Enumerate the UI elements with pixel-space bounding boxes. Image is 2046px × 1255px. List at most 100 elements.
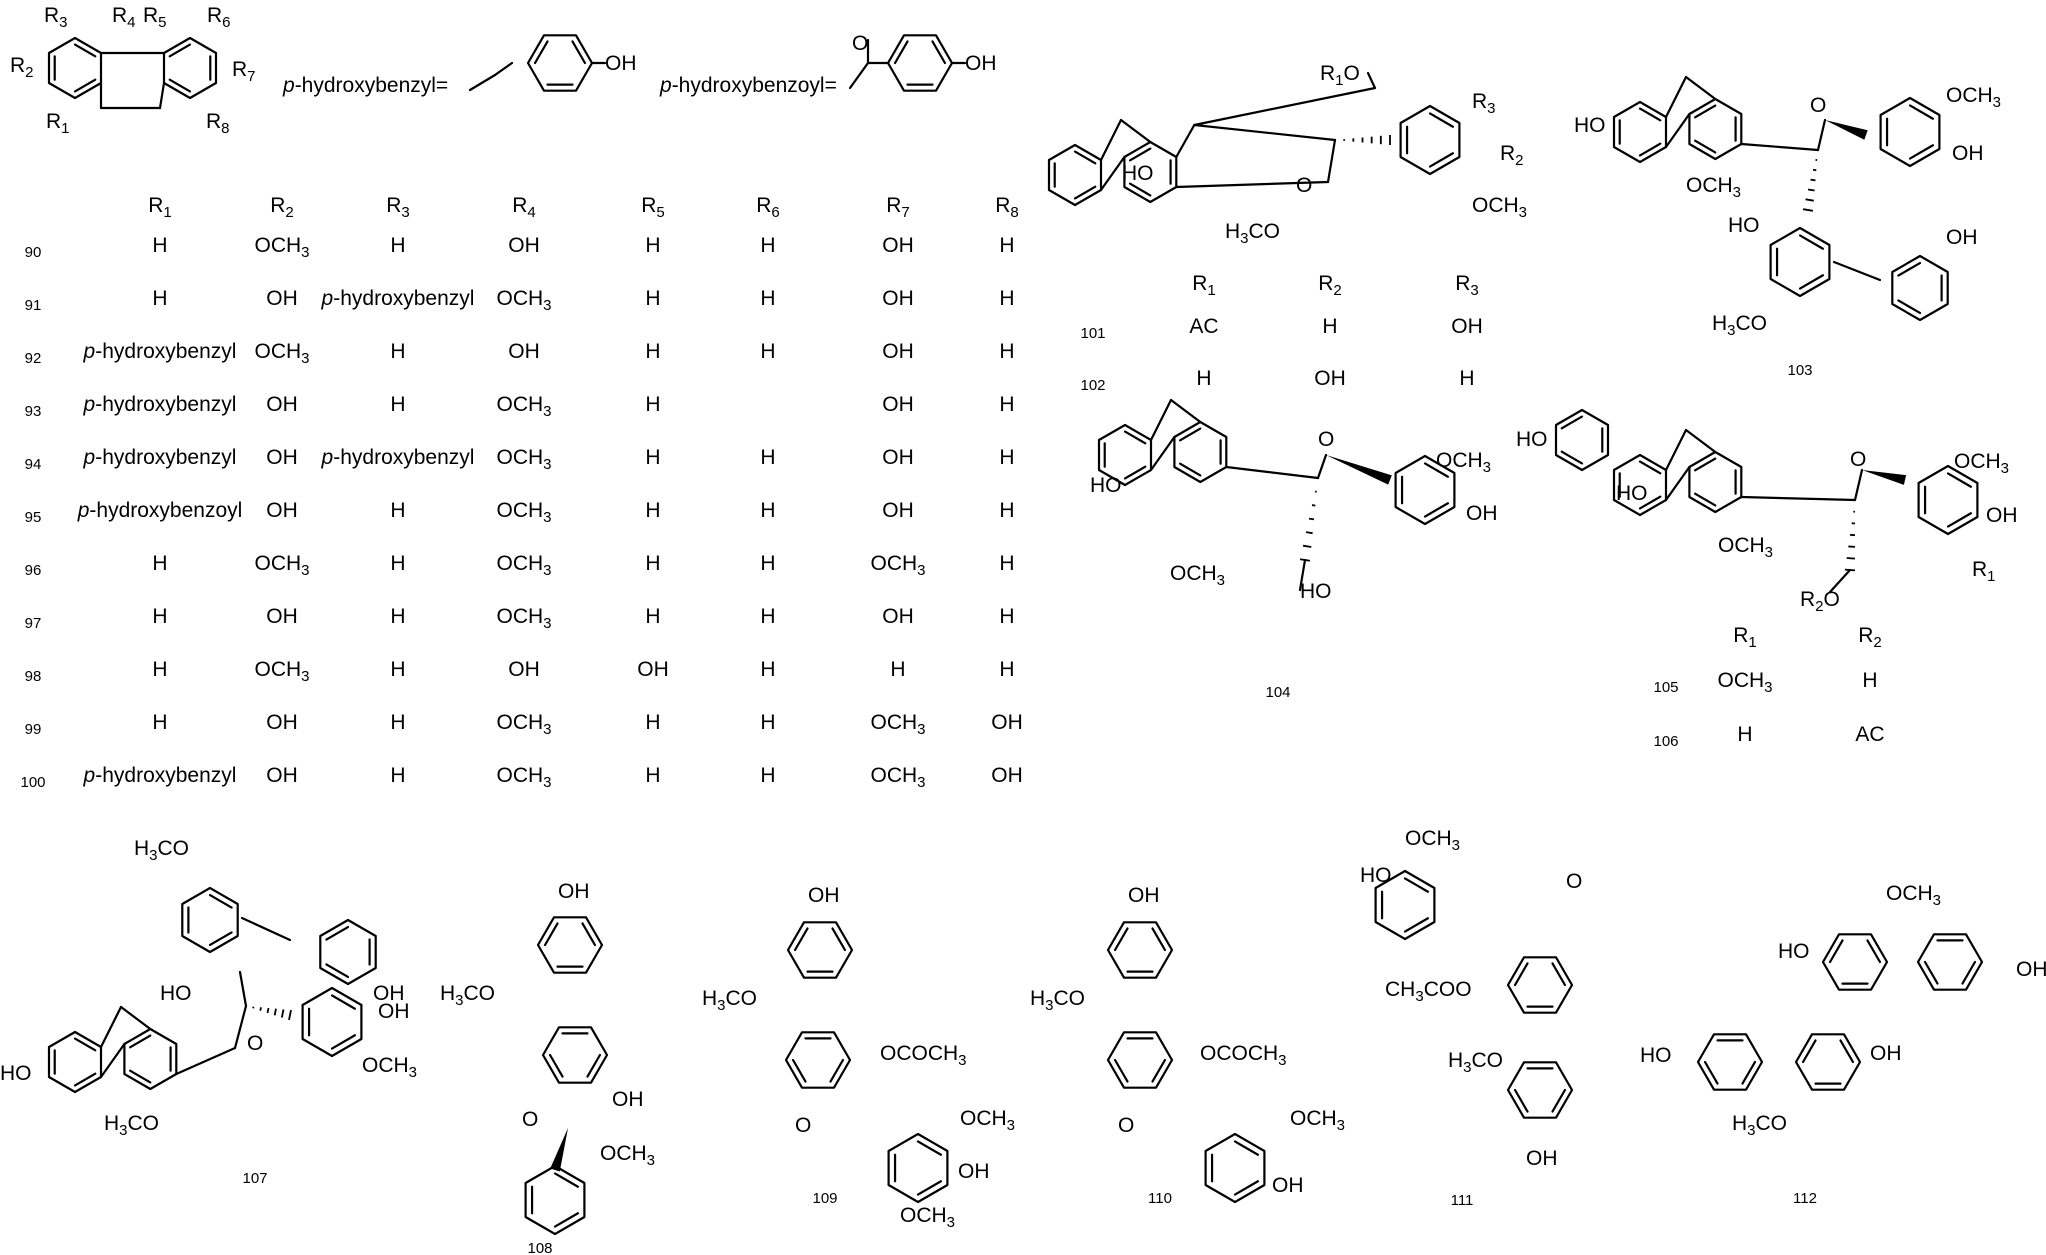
bond-line — [1740, 495, 1857, 502]
table1-cell: H — [645, 764, 660, 787]
table3-cell: AC — [1855, 723, 1884, 746]
s110-och3: OCH3​ — [1290, 1107, 1345, 1134]
hydroxybenzyl-oh: OH — [605, 52, 637, 75]
double-bond — [543, 922, 559, 947]
s107-stereo — [252, 1006, 292, 1021]
double-bond — [1551, 1088, 1567, 1113]
s101-aryl-ring — [1399, 104, 1461, 176]
s105-r1: R1​ — [1972, 558, 1996, 585]
s101-stereo — [1343, 135, 1391, 145]
double-bond — [1946, 472, 1973, 488]
bond-line — [1816, 118, 1827, 152]
s110-ring-oxygen: O — [1118, 1114, 1134, 1137]
s112-oh-b: OH — [1870, 1042, 1902, 1065]
table1-cell: H — [390, 393, 405, 416]
compound-id-101: 101​ — [1080, 325, 1105, 342]
table1-cell: H — [760, 446, 775, 469]
compound-id-106: 106​ — [1653, 733, 1678, 750]
compound-id-92: 92​ — [25, 350, 42, 367]
s103-bibenzyl-ring — [1769, 226, 1831, 298]
table2-header-r2: R2​ — [1318, 272, 1342, 299]
s104-stereo — [1299, 490, 1317, 562]
core-r7-label: R7​ — [232, 58, 256, 85]
s112-ho-b: HO — [1640, 1044, 1672, 1067]
table1-cell: OH — [266, 287, 298, 310]
double-bond — [1233, 1140, 1260, 1156]
s105-ho-b: HO — [1516, 428, 1548, 451]
table1-cell: p-hydroxybenzyl — [83, 446, 237, 469]
table1-cell: H — [645, 393, 660, 416]
s103-h3co: H3​CO — [1712, 312, 1767, 339]
s112-ring-a — [1821, 933, 1889, 991]
table1-cell: H — [999, 605, 1014, 628]
double-bond — [325, 925, 350, 941]
table1-cell: OCH3​ — [254, 552, 309, 579]
double-bond — [1551, 962, 1567, 987]
table1-cell: OH — [882, 605, 914, 628]
bond-line — [1169, 398, 1202, 424]
hash-stroke — [288, 1009, 292, 1021]
table1-cell: p-hydroxybenzyl — [321, 446, 475, 469]
core-r5-label: R5​ — [143, 4, 167, 31]
hash-stroke — [273, 1008, 277, 1016]
s109-ring-b — [784, 1031, 852, 1089]
table1-cell: OH — [991, 764, 1023, 787]
compound-id-102: 102​ — [1080, 377, 1105, 394]
s109-h3co: H3​CO — [702, 987, 757, 1014]
bond-line — [1853, 468, 1864, 502]
s101-och3: OCH3​ — [1472, 194, 1527, 221]
table1-cell: p-hydroxybenzyl — [83, 340, 237, 363]
s104-ring-oxygen: O — [1318, 428, 1334, 451]
double-bond — [1151, 1058, 1167, 1083]
table1-cell: OCH3​ — [870, 711, 925, 738]
s103-oh-b: OH — [1946, 226, 1978, 249]
table2-cell: OH — [1451, 315, 1483, 338]
s108-oh: OH — [558, 880, 590, 903]
table1-cell: OH — [266, 446, 298, 469]
table1-cell: OH — [508, 658, 540, 681]
s103-ho-b: HO — [1728, 214, 1760, 237]
s107-aryl-ring — [301, 986, 363, 1058]
table1-header-r6: R6​ — [756, 194, 780, 221]
double-bond — [1403, 877, 1430, 893]
s107-oh: OH — [373, 982, 405, 1005]
s107-h3co: H3​CO — [104, 1112, 159, 1139]
hydroxybenzoyl-ring — [886, 34, 954, 92]
table1-cell: H — [645, 287, 660, 310]
table3-header-r1: R1​ — [1733, 624, 1757, 651]
bond-line — [1193, 123, 1337, 142]
double-bond — [1961, 960, 1977, 985]
s108-ring-oxygen: O — [522, 1108, 538, 1131]
double-bond — [1123, 465, 1147, 480]
double-bond — [1513, 1088, 1529, 1113]
bond-line — [99, 1005, 123, 1049]
s109-och3-b: OCH3​ — [900, 1204, 955, 1231]
s111-ho: HO — [1360, 864, 1392, 887]
double-bond — [1866, 939, 1882, 964]
s111-ring-b — [1506, 956, 1574, 1014]
double-bond — [1694, 139, 1717, 154]
s103-ring-a — [1612, 100, 1668, 164]
table1-header-r2: R2​ — [270, 194, 294, 221]
double-bond — [1560, 450, 1584, 465]
double-bond — [1428, 112, 1455, 128]
bond-line — [493, 61, 514, 77]
s112-ring-b — [1916, 933, 1984, 991]
table1-cell: H — [760, 234, 775, 257]
table1-cell: p-hydroxybenzyl — [83, 393, 237, 416]
double-bond — [1638, 460, 1662, 475]
double-bond — [1179, 462, 1202, 477]
s101-r2: R2​ — [1500, 142, 1524, 169]
s107-ring-b — [123, 1027, 178, 1091]
table1-cell: OH — [266, 605, 298, 628]
table1-header-r8: R8​ — [995, 194, 1019, 221]
s103-ring-oxygen: O — [1810, 94, 1826, 117]
double-bond — [1798, 234, 1825, 250]
s105-r2o: R2​O — [1800, 588, 1840, 615]
table1-cell: H — [390, 711, 405, 734]
double-bond — [1129, 182, 1152, 197]
s103-stereo — [1802, 158, 1818, 212]
s104-och3-b: OCH3​ — [1170, 562, 1225, 589]
table1-cell: H — [390, 658, 405, 681]
